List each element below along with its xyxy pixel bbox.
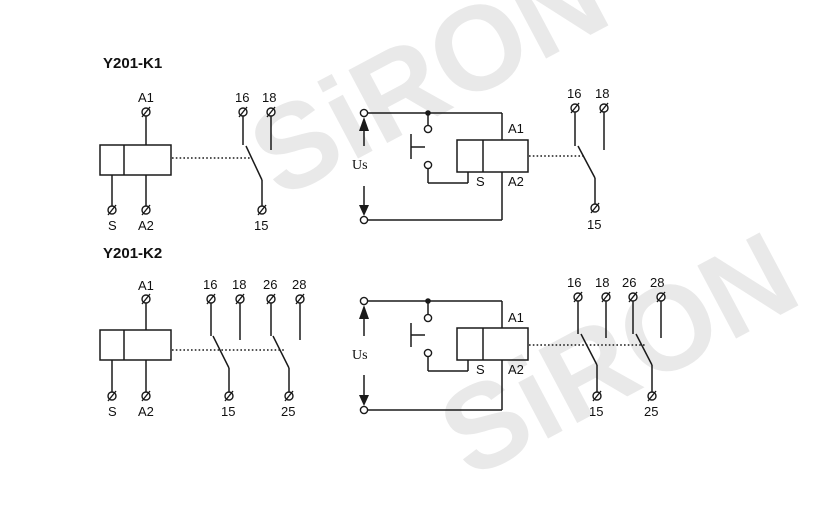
k1-label-15: 15 xyxy=(254,218,268,233)
k2-wiring-diagram: Us A1 S A2 16 18 26 28 15 25 xyxy=(352,275,666,419)
k2-label-25: 25 xyxy=(281,404,295,419)
k1-wiring-label-s: S xyxy=(476,174,485,189)
k2-wiring-label-25: 25 xyxy=(644,404,658,419)
k2-wiring-label-28: 28 xyxy=(650,275,664,290)
k1-relay-coil xyxy=(456,139,529,173)
k1-label-a2: A2 xyxy=(138,218,154,233)
k1-label-18: 18 xyxy=(262,90,276,105)
k2-title: Y201-K2 xyxy=(103,245,162,262)
k2-label-a1: A1 xyxy=(138,278,154,293)
k1-coil xyxy=(99,144,172,176)
k1-wiring-label-a1: A1 xyxy=(508,121,524,136)
k2-coil xyxy=(99,329,172,361)
k1-wiring-label-18: 18 xyxy=(595,86,609,101)
k1-wiring-label-16: 16 xyxy=(567,86,581,101)
k2-wiring-label-18: 18 xyxy=(595,275,609,290)
k1-label-a1: A1 xyxy=(138,90,154,105)
k2-label-a2: A2 xyxy=(138,404,154,419)
k2-wiring-label-26: 26 xyxy=(622,275,636,290)
k1-wiring-label-a2: A2 xyxy=(508,174,524,189)
k1-wiring-label-15: 15 xyxy=(587,217,601,232)
k2-label-16: 16 xyxy=(203,277,217,292)
k1-label-us: Us xyxy=(352,158,368,173)
k2-label-15: 15 xyxy=(221,404,235,419)
k2-label-s: S xyxy=(108,404,117,419)
watermark-logo-bottom: SiRON xyxy=(419,206,813,503)
k2-relay-coil xyxy=(456,327,529,361)
k2-wiring-label-16: 16 xyxy=(567,275,581,290)
k2-label-28: 28 xyxy=(292,277,306,292)
k2-label-26: 26 xyxy=(263,277,277,292)
k1-label-s: S xyxy=(108,218,117,233)
k2-label-us: Us xyxy=(352,348,368,363)
k1-coil-diagram: A1 S A2 16 18 15 xyxy=(99,90,276,233)
k1-title: Y201-K1 xyxy=(103,55,162,72)
k2-label-18: 18 xyxy=(232,277,246,292)
k1-wiring-diagram: Us A1 S A2 16 18 15 xyxy=(352,86,609,232)
k2-wiring-label-15: 15 xyxy=(589,404,603,419)
k2-wiring-label-s: S xyxy=(476,362,485,377)
k1-label-16: 16 xyxy=(235,90,249,105)
k2-wiring-label-a2: A2 xyxy=(508,362,524,377)
k2-coil-diagram: A1 S A2 16 18 26 28 15 25 xyxy=(99,277,306,419)
k2-wiring-label-a1: A1 xyxy=(508,310,524,325)
